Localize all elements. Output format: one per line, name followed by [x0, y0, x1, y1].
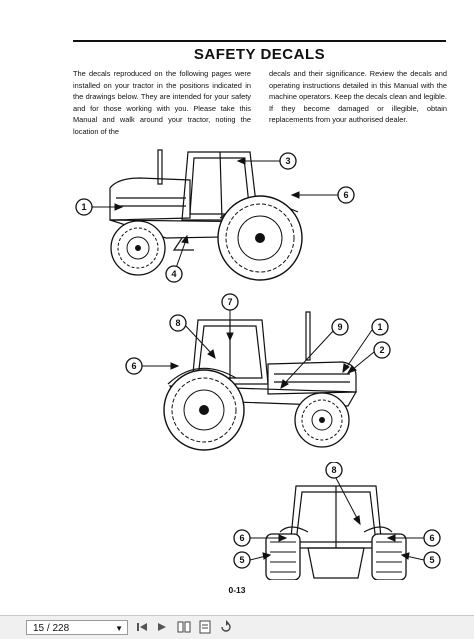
- front-wheel: [294, 392, 350, 448]
- page-selector[interactable]: 15 / 228 ▼: [26, 620, 128, 635]
- svg-text:1: 1: [377, 322, 382, 332]
- intro-paragraph-left: The decals reproduced on the following p…: [73, 69, 251, 136]
- right-rear-wheel: [371, 533, 407, 580]
- callout-6: 6: [125, 357, 143, 375]
- callout-9: 9: [331, 318, 349, 336]
- dropdown-caret-icon: ▼: [115, 624, 123, 633]
- svg-text:6: 6: [131, 361, 136, 371]
- tractor-rear-view-figure: 8 6 6 5 5: [233, 462, 441, 580]
- intro-paragraph-right-1: decals and their significance. Review th…: [269, 69, 447, 102]
- manual-page: SAFETY DECALS The decals reproduced on t…: [73, 40, 447, 595]
- svg-text:6: 6: [343, 190, 348, 200]
- intro-column-left: The decals reproduced on the following p…: [73, 68, 251, 138]
- callout-6: 6: [337, 186, 355, 204]
- callout-6-right: 6: [423, 529, 441, 547]
- svg-text:6: 6: [429, 533, 434, 543]
- tractor-left-view-figure: 8 7 9 1 6 2: [125, 293, 391, 451]
- rear-wheel: [217, 195, 303, 281]
- callout-8: 8: [169, 314, 187, 332]
- callout-4: 4: [165, 265, 183, 283]
- svg-text:3: 3: [285, 156, 290, 166]
- next-page-icon[interactable]: [154, 619, 170, 635]
- callout-1: 1: [371, 318, 389, 336]
- header-rule: [73, 40, 446, 42]
- page-number: 0-13: [228, 585, 246, 595]
- tractor-side-view-figure: 1 3 6 4: [75, 149, 355, 283]
- fit-page-icon[interactable]: [197, 619, 213, 635]
- svg-text:8: 8: [331, 465, 336, 475]
- svg-text:4: 4: [171, 269, 176, 279]
- svg-text:5: 5: [239, 555, 244, 565]
- intro-paragraph-right-2: If they become damaged or illegible, obt…: [269, 103, 447, 125]
- svg-text:7: 7: [227, 297, 232, 307]
- svg-text:8: 8: [175, 318, 180, 328]
- callout-3: 3: [279, 152, 297, 170]
- front-wheel: [110, 220, 166, 276]
- callout-8: 8: [325, 462, 343, 479]
- callout-5-left: 5: [233, 551, 251, 569]
- intro-column-right: decals and their significance. Review th…: [269, 68, 447, 126]
- page-title: SAFETY DECALS: [193, 46, 326, 63]
- first-page-icon[interactable]: [134, 619, 150, 635]
- left-rear-wheel: [265, 533, 301, 580]
- svg-text:5: 5: [429, 555, 434, 565]
- svg-text:2: 2: [379, 345, 384, 355]
- callout-1: 1: [75, 198, 93, 216]
- callout-6-left: 6: [233, 529, 251, 547]
- callout-5-right: 5: [423, 551, 441, 569]
- rotate-icon[interactable]: [218, 619, 234, 635]
- page-indicator: 15 / 228: [33, 623, 70, 634]
- svg-text:6: 6: [239, 533, 244, 543]
- svg-text:1: 1: [81, 202, 86, 212]
- rear-wheel: [163, 369, 245, 451]
- two-page-view-icon[interactable]: [176, 619, 192, 635]
- svg-text:9: 9: [337, 322, 342, 332]
- callout-2: 2: [373, 341, 391, 359]
- callout-7: 7: [221, 293, 239, 311]
- viewer-toolbar: 15 / 228 ▼: [0, 615, 474, 639]
